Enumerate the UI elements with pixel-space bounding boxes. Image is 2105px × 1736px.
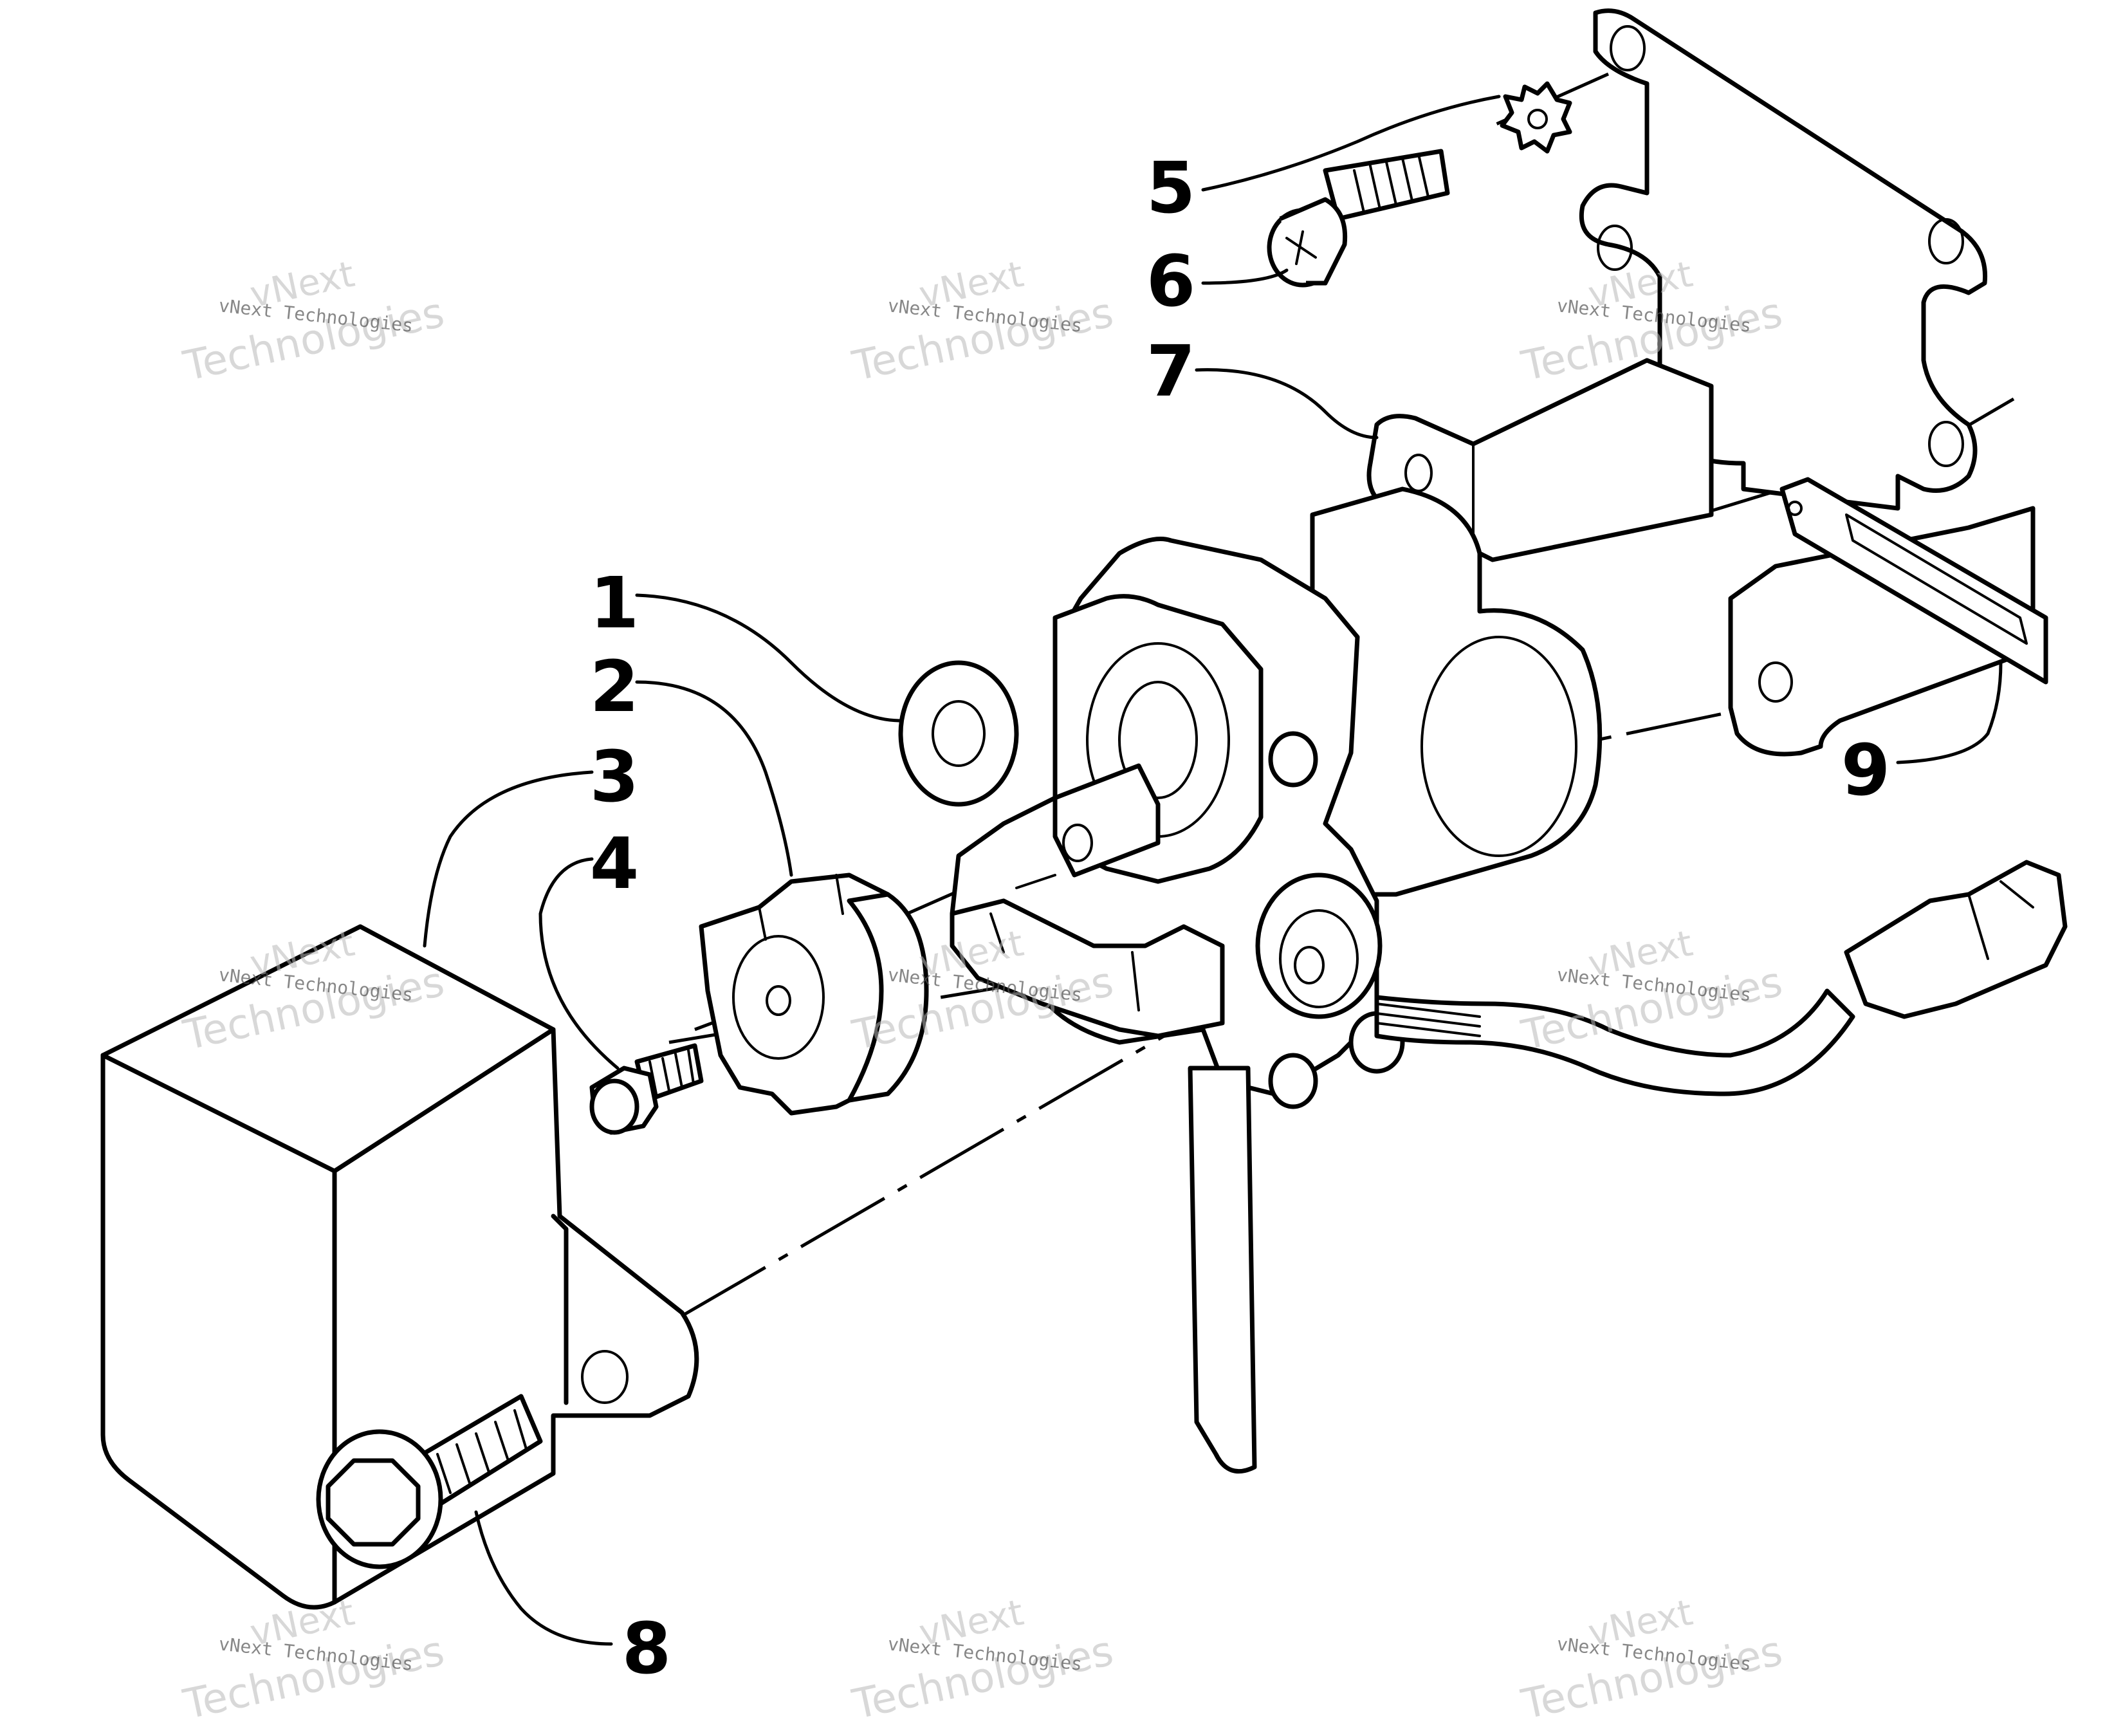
callout-6: 6 [1146, 240, 1196, 322]
callout-3: 3 [590, 735, 639, 818]
hex-bolt [316, 1394, 543, 1569]
slotted-bracket [1728, 477, 2048, 757]
callout-1: 1 [590, 562, 639, 644]
screw [1267, 149, 1450, 288]
callout-7: 7 [1146, 330, 1196, 412]
shaft-coupler [699, 873, 929, 1116]
callout-8: 8 [622, 1607, 672, 1690]
leader-lines [423, 95, 2003, 1646]
callout-5: 5 [1146, 147, 1196, 229]
flange-bolt [589, 1043, 704, 1135]
callout-2: 2 [590, 645, 639, 728]
actuator-assembly [898, 486, 2068, 1474]
callout-9: 9 [1841, 729, 1891, 811]
callout-4: 4 [590, 822, 639, 905]
cover-box [100, 924, 699, 1610]
star-lock-washer [1500, 81, 1572, 154]
callout-labels: 1 2 3 4 5 6 7 8 9 [590, 147, 1891, 1690]
